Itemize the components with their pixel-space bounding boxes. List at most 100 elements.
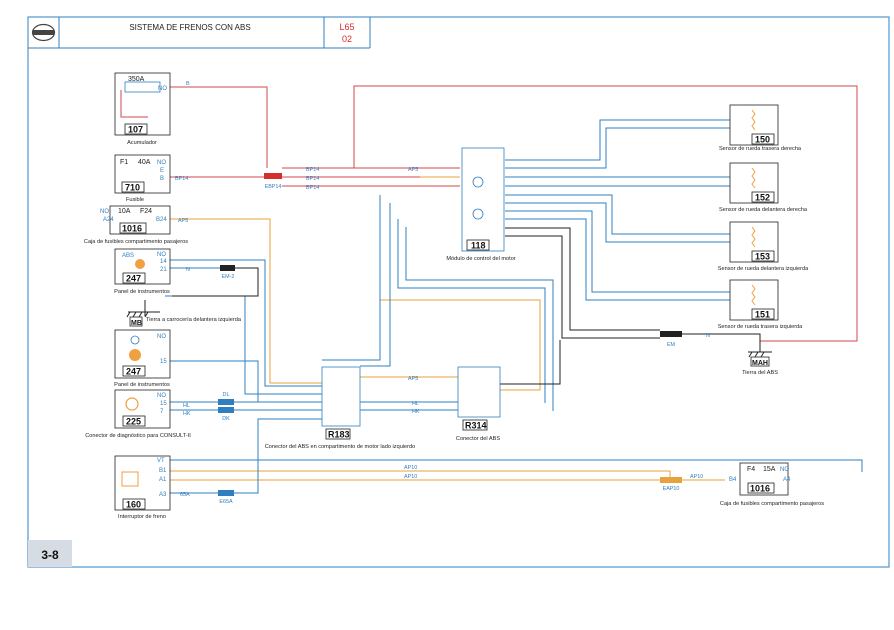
freno-pin-a3: A3 — [159, 492, 167, 498]
wire-panel2-15 — [170, 360, 322, 403]
panel2-pin-15: 15 — [160, 359, 167, 365]
wire-s151-b — [505, 218, 730, 301]
wire-code-bp14-a: BP14 — [306, 167, 319, 173]
caja1-fuse-b: F24 — [140, 208, 152, 215]
freno-label: Interruptor de freno — [118, 514, 166, 520]
brand-logo-icon — [31, 23, 56, 42]
r314-label: Conector del ABS — [456, 436, 500, 442]
freno-pin-a1: A1 — [159, 477, 167, 483]
wire-s153-a — [505, 194, 730, 235]
sensor152-number: 152 — [755, 193, 770, 203]
tierra1-label: Tierra a carrocería delantera izquierda — [146, 317, 242, 323]
modulo-number: 118 — [471, 241, 486, 251]
connector-dk-label: DK — [222, 416, 230, 422]
component-tierra-carroceria: MB Tierra a carrocería delantera izquier… — [126, 311, 242, 327]
panel1-pin-14: 14 — [160, 259, 167, 265]
wire-panel-nk — [165, 295, 322, 395]
panel1-pin-21: 21 — [160, 267, 167, 273]
page-number-tab — [28, 540, 72, 567]
sensor153-number: 153 — [755, 252, 770, 262]
connector-em2 — [220, 265, 235, 271]
wire-modulo-r314-a — [397, 219, 546, 403]
wire-r314-black — [500, 340, 561, 385]
component-caja-fusibles-1: 10A F24 NO A24 B24 1016 Caja de fusibles… — [84, 205, 188, 245]
component-r314: R314 Conector del ABS — [456, 366, 501, 442]
warning-lamp-icon — [135, 259, 145, 269]
wire-code-ap5: AP5 — [178, 218, 188, 224]
r314-number: R314 — [465, 421, 487, 431]
wire-modulo-r183-b — [360, 203, 391, 367]
fusible-rating: 40A — [138, 159, 151, 166]
panel2-label: Panel de instrumentos — [114, 382, 170, 388]
caja1-fuse-a: 10A — [118, 208, 131, 215]
panel1-label: Panel de instrumentos — [114, 289, 170, 295]
caja1-pin-nu: NO — [100, 209, 109, 215]
tierra-abs-label: Tierra del ABS — [742, 370, 778, 376]
panel2-pin-nu: NO — [157, 334, 166, 340]
connector-eap10-label: EAP10 — [663, 486, 680, 492]
page-number: 3-8 — [41, 548, 59, 562]
component-sensor-151: 151 Sensor de rueda trasera izquierda — [718, 279, 803, 330]
sensor-coil-icon — [751, 226, 756, 248]
wire-modulo-r183-a — [322, 195, 381, 361]
sensor-coil-icon — [751, 109, 756, 131]
connector-em2-label: EM-2 — [222, 274, 235, 280]
panel2-number: 247 — [126, 367, 141, 377]
connector-dl-label: DL — [223, 392, 230, 398]
freno-number: 160 — [126, 500, 141, 510]
connector-ebp14-label: EBP14 — [265, 184, 282, 190]
connector-em — [660, 331, 682, 337]
diag-number: 225 — [126, 417, 141, 427]
caja2-pin-b4: B4 — [729, 477, 737, 483]
fusible-pin-b: B — [160, 176, 164, 182]
fusible-fuse: F1 — [120, 159, 128, 166]
caja2-pin-a4: A4 — [783, 477, 791, 483]
component-r183: R183 Conector del ABS en compartimento d… — [265, 366, 415, 450]
diag-pin-15: 15 — [160, 401, 167, 407]
caja1-pin-b24: B24 — [156, 217, 167, 223]
sensor-coil-icon — [751, 284, 756, 306]
panel1-pin-nu: NO — [157, 252, 166, 258]
freno-pin-b1: B1 — [159, 468, 167, 474]
panel1-number: 247 — [126, 274, 141, 284]
wire-black-b — [505, 235, 660, 339]
wire-em2 — [172, 267, 259, 297]
modulo-label: Módulo de control del motor — [446, 256, 515, 262]
diag-pin-nu: NO — [157, 393, 166, 399]
brake-switch-icon — [121, 471, 139, 487]
acumulador-number: 107 — [128, 125, 143, 135]
wire-code-bp14: BP14 — [175, 176, 188, 182]
wire-black-a — [505, 227, 660, 331]
wire-code-hk: HK — [183, 411, 191, 417]
wire-code-ap10-b: AP10 — [404, 474, 417, 480]
sensor151-label: Sensor de rueda trasera izquierda — [718, 324, 803, 330]
caja2-fuse: F4 — [747, 466, 755, 473]
brake-lamp-icon — [129, 349, 141, 361]
page-code-line1: L65 — [339, 22, 354, 32]
wire-code-hl: HL — [183, 403, 190, 409]
component-fusible: F1 40A NO E B 710 Fusible — [114, 154, 171, 203]
fusible-label: Fusible — [126, 197, 144, 203]
component-panel-instrumentos-2: NO 15 247 Panel de instrumentos — [114, 329, 171, 388]
component-caja-fusibles-2: F4 15A NO B4 A4 1016 Caja de fusibles co… — [720, 462, 824, 507]
sensor152-label: Sensor de rueda delantera derecha — [719, 207, 808, 213]
component-sensor-150: 150 Sensor de rueda trasera derecha — [719, 104, 802, 152]
wire-code-bp14-c: BP14 — [306, 185, 319, 191]
diagram-frame — [27, 16, 890, 568]
wire-code-hk-b: HK — [412, 409, 420, 415]
diag-pin-7: 7 — [160, 409, 164, 415]
diagnostic-port-icon — [125, 397, 139, 411]
caja2-number: 1016 — [750, 484, 770, 494]
wire-code-ap5-c: AP5 — [408, 376, 418, 382]
wire-freno-a3 — [170, 418, 322, 494]
wire-acumulador — [170, 86, 268, 168]
wire-code-65a: 65A — [180, 492, 190, 498]
wire-code-ap5-b: AP5 — [408, 167, 418, 173]
wire-code-bp14-b: BP14 — [306, 176, 319, 182]
tierra-abs-tag: MAH — [752, 360, 768, 367]
tierra1-tag: MB — [131, 320, 142, 327]
connector-dk — [218, 407, 234, 413]
acumulador-label: Acumulador — [127, 140, 157, 146]
caja1-number: 1016 — [122, 224, 142, 234]
